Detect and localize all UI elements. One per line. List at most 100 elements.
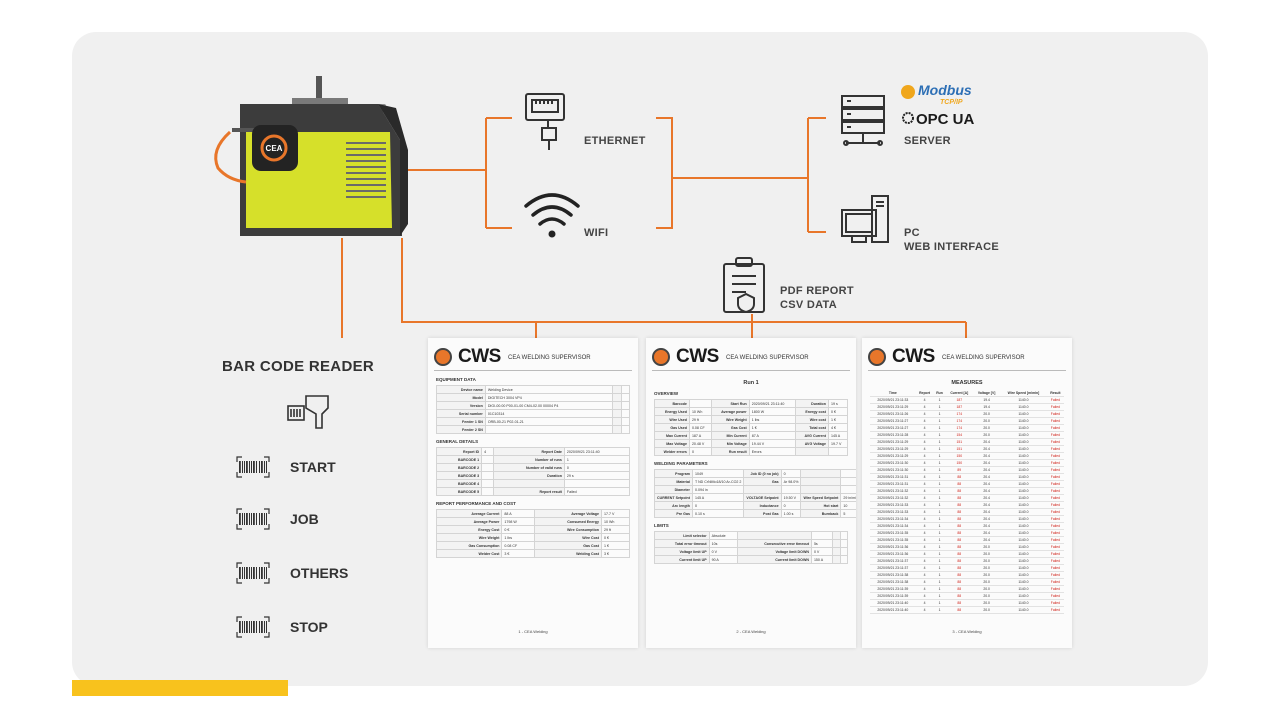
table-cell: 2020/09/21 23:11:30 [870,466,916,474]
pc-icon [841,195,889,243]
table-cell: 4 [915,585,934,593]
table-cell: 88 [945,557,974,565]
run-title: Run 1 [743,380,759,386]
field-key: Duration [493,471,565,480]
table-cell: 1 [933,494,946,502]
field-key [832,555,841,564]
table-cell: 1 [933,396,946,404]
table-cell: 4 [915,501,934,509]
table-cell: Failed [1046,487,1064,495]
field-key: Feeder 1 SN [436,417,486,426]
table-cell: 1140.0 [1000,487,1047,495]
table-cell: Failed [1046,578,1064,586]
barcode-item-label: OTHERS [290,565,349,581]
table-cell: 1140.0 [1000,529,1047,537]
table-cell: 2020/09/21 23:11:35 [870,536,916,544]
report-header: CWS CEA WELDING SUPERVISOR [862,338,1072,374]
table-cell: 1 [933,452,946,460]
field-value: 0 [563,463,631,472]
field-key [800,469,842,478]
field-value [481,455,495,464]
barcode-icon [236,456,270,478]
table-cell: 1140.0 [1000,585,1047,593]
section-title: REPORT PERFORMANCE AND COST [436,501,516,506]
table-cell: Failed [1046,550,1064,558]
field-value: Ar 98.0% [780,477,802,486]
field-value [563,479,631,488]
field-value [840,485,856,494]
table-cell: 1 [933,410,946,418]
table-cell: 2020/09/21 23:11:37 [870,557,916,565]
field-value: 87 A [748,431,797,440]
field-key [736,531,812,540]
field-value [840,477,856,486]
field-value: Failed [563,487,631,496]
field-key [612,385,622,394]
column-header: Report [915,390,934,397]
field-key: Current limit DOWN [736,555,812,564]
barcode-item-label: STOP [290,619,328,635]
pc-label: PC WEB INTERFACE [904,226,999,254]
table-cell: 1140.0 [1000,417,1047,425]
field-value [827,447,849,456]
field-key: Version [436,401,486,410]
field-key: Welder errors [654,447,690,456]
table-cell: 4 [915,564,934,572]
field-value [620,409,631,418]
field-value: 5s [810,539,834,548]
table-cell: 4 [915,403,934,411]
column-header: Run [933,390,946,397]
table-row: BARCODE 4 [435,479,631,488]
field-value: 0 [688,447,712,456]
server-icon [841,95,885,146]
accent-bar [72,680,288,696]
field-key: Wire Weight [710,415,750,424]
table-cell: Failed [1046,494,1064,502]
field-key: BARCODE 2 [435,463,483,472]
header-divider [868,370,1066,371]
table-cell: Failed [1046,459,1064,467]
table-cell: 1140.0 [1000,424,1047,432]
wifi-icon [524,193,580,238]
field-key: Hot start [800,501,842,510]
table-row: Feeder 2 SN [436,425,631,434]
table-cell: Failed [1046,508,1064,516]
field-key [832,539,841,548]
table-cell: 1 [933,459,946,467]
table-cell: 2020/09/21 23:11:32 [870,494,916,502]
table-cell: 1 [933,466,946,474]
table-cell: 1140.0 [1000,536,1047,544]
field-key: Gas Cost [533,541,602,550]
field-value [620,385,631,394]
table-cell: 1 [933,424,946,432]
field-key: Gas Cost [710,423,750,432]
field-key: Burnback [800,509,842,518]
field-key: Energy cost [795,407,829,416]
field-key [800,477,842,486]
measures-title: MEASURES [951,380,983,386]
barcode-item-label: START [290,459,336,475]
header-divider [434,370,632,371]
table-cell: 1 [933,501,946,509]
field-value: 1 lbs [748,415,797,424]
table-cell: 20.0 [973,564,1001,572]
table-cell: 88 [945,494,974,502]
table-cell: 154 [945,431,974,439]
barcode-reader-title: BAR CODE READER [222,358,375,375]
field-value [481,463,495,472]
